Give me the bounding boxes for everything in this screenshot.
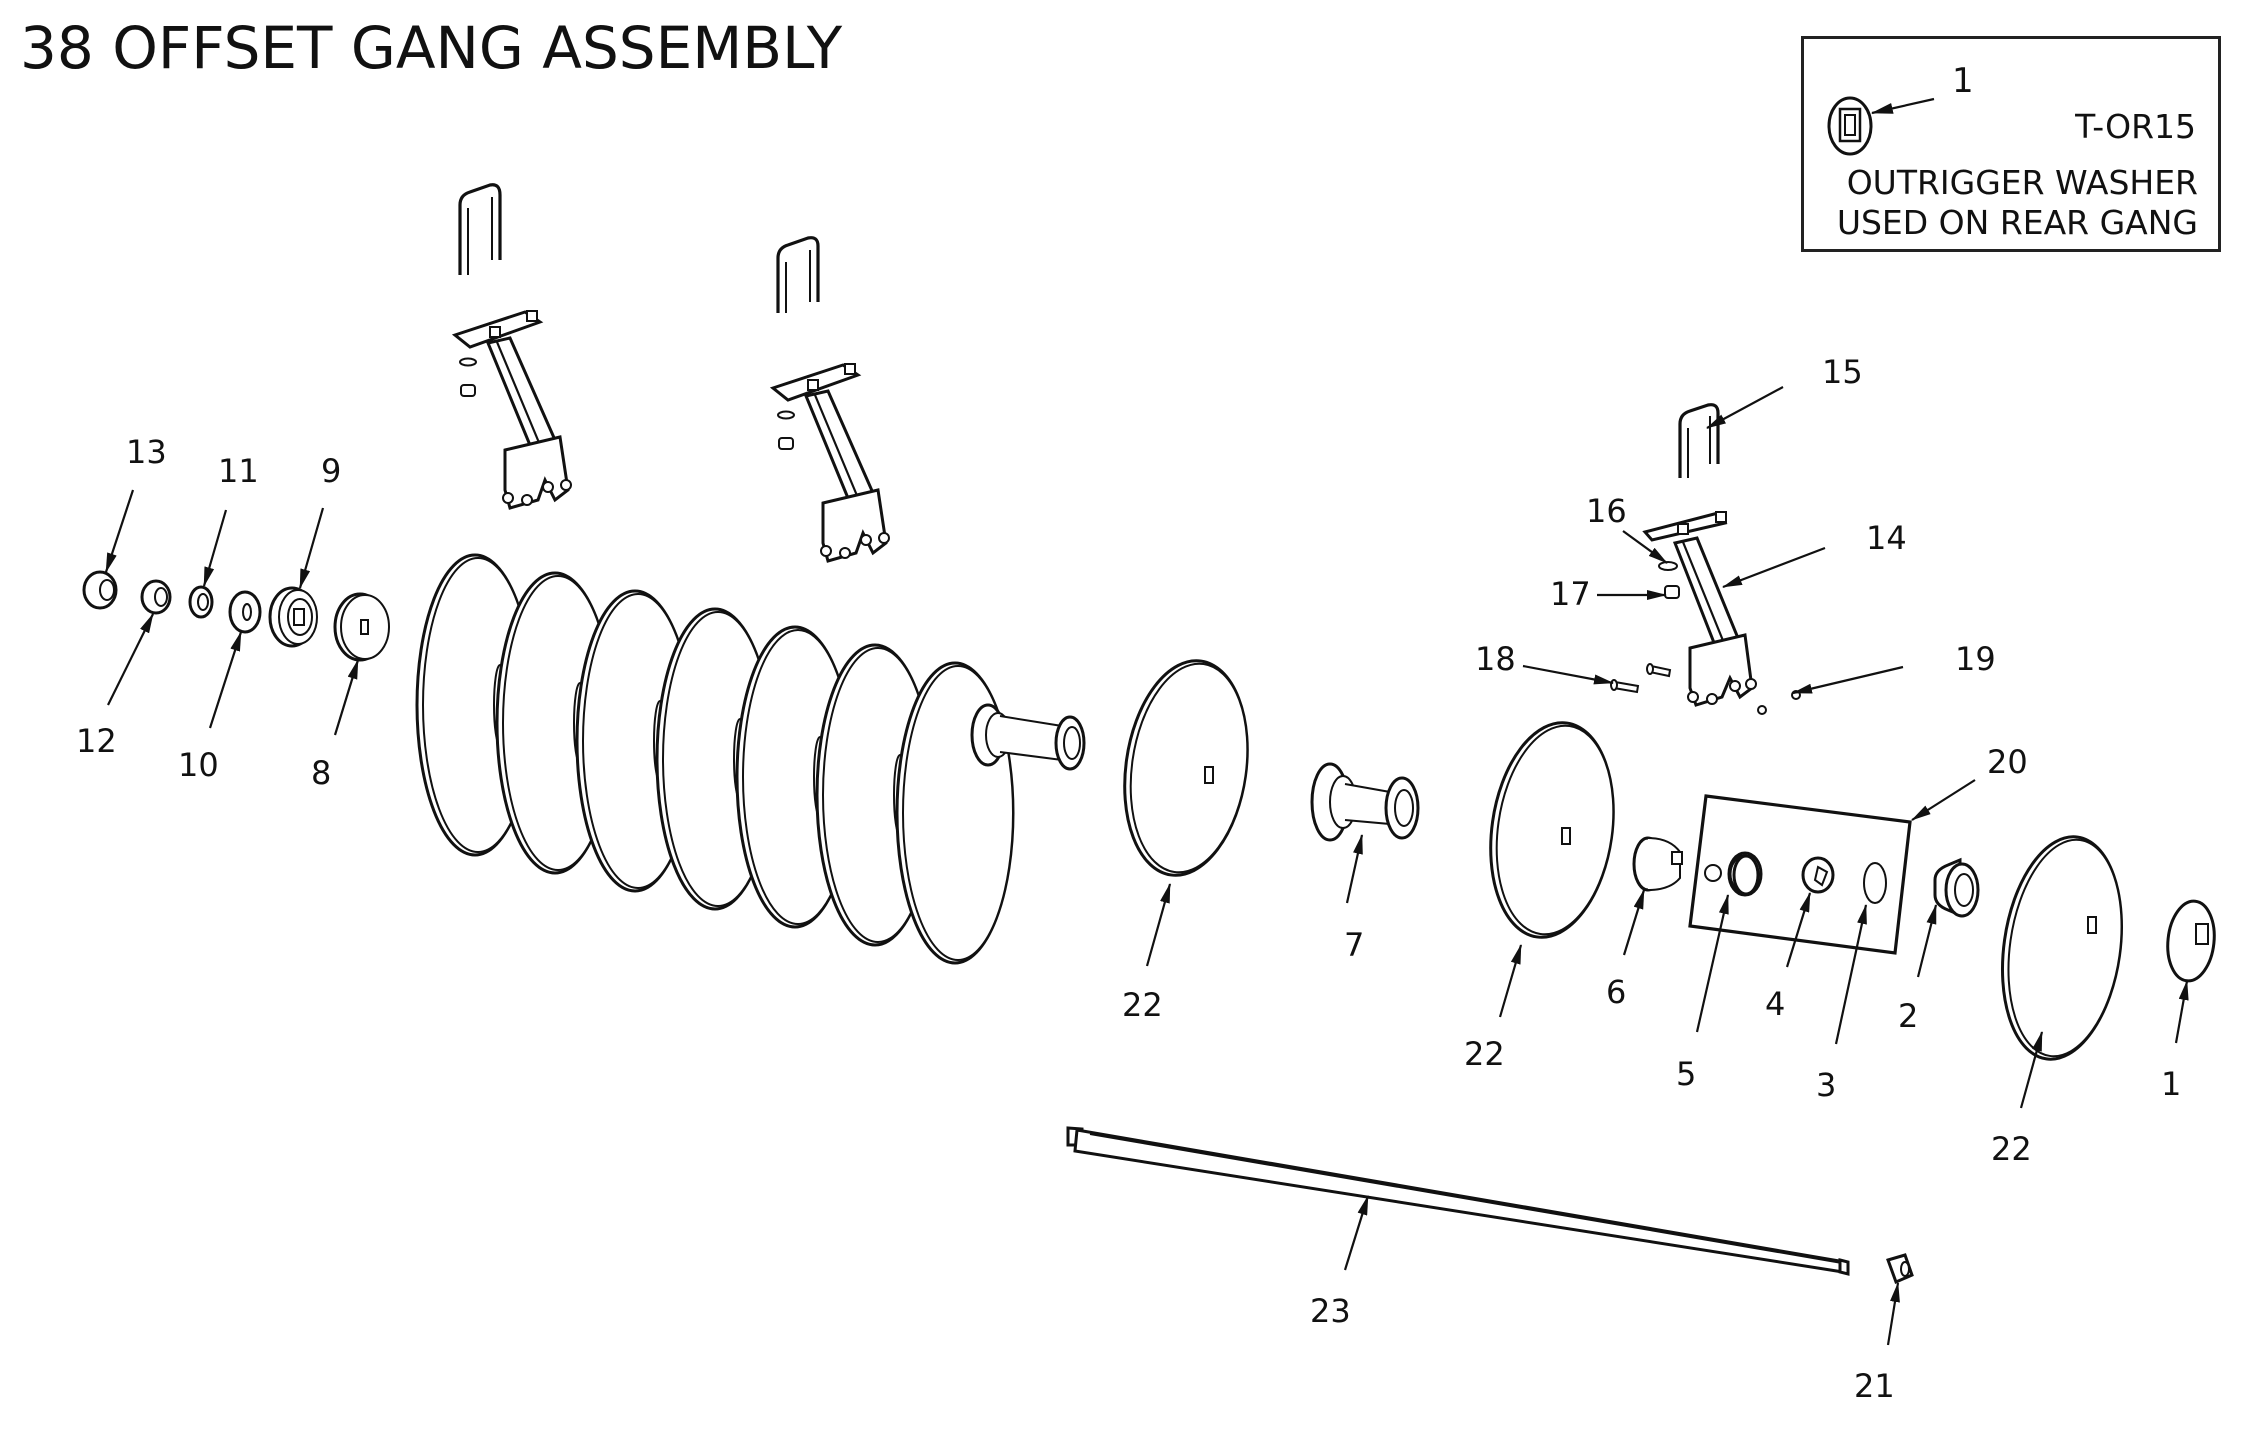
bearing-housing-5[interactable] (1704, 851, 1763, 897)
callout-19[interactable]: 19 (1955, 640, 1996, 678)
bearing-cone-2[interactable] (1933, 857, 1980, 918)
callout-12[interactable]: 12 (76, 722, 117, 760)
hex-nut-13[interactable] (82, 570, 118, 610)
bolt-18b[interactable] (1646, 663, 1672, 678)
flat-washer-10[interactable] (228, 590, 262, 634)
end-plate-8[interactable] (333, 592, 390, 662)
callout-7[interactable]: 7 (1344, 926, 1364, 964)
callout-18[interactable]: 18 (1475, 640, 1516, 678)
disc-gang (415, 553, 1086, 965)
lock-washer-16[interactable] (1658, 561, 1678, 571)
inset-note-box: 1 T-OR15 OUTRIGGER WASHER USED ON REAR G… (1801, 36, 2221, 252)
nut-17[interactable] (1664, 585, 1680, 599)
callout-13[interactable]: 13 (126, 433, 167, 471)
disc-blade-22b[interactable] (1478, 715, 1627, 946)
callout-10[interactable]: 10 (178, 746, 219, 784)
inset-washer-drawing (1827, 96, 1935, 156)
u-bolt-mid[interactable] (776, 236, 820, 313)
hanger-mid[interactable] (769, 363, 890, 563)
leader-lines (104, 386, 2189, 1346)
callout-14[interactable]: 14 (1866, 519, 1907, 557)
spool-7[interactable] (1310, 762, 1420, 842)
jam-nut-12[interactable] (140, 579, 172, 615)
u-bolt-15[interactable] (1678, 403, 1720, 478)
callout-6[interactable]: 6 (1606, 973, 1626, 1011)
callout-4[interactable]: 4 (1765, 985, 1785, 1023)
callout-11[interactable]: 11 (218, 452, 259, 490)
inset-note-line-1: OUTRIGGER WASHER (1846, 163, 2198, 202)
callout-5[interactable]: 5 (1676, 1055, 1696, 1093)
callout-22-first[interactable]: 22 (1122, 986, 1163, 1024)
inset-callout-1: 1 (1952, 61, 1974, 101)
outrigger-washer-1[interactable] (2164, 899, 2218, 983)
callout-2[interactable]: 2 (1898, 997, 1918, 1035)
lock-washer-11[interactable] (188, 585, 214, 619)
callout-22-third[interactable]: 22 (1991, 1130, 2032, 1168)
end-washer-9[interactable] (268, 586, 318, 648)
callout-3[interactable]: 3 (1816, 1066, 1836, 1104)
bearing-insert-4[interactable] (1801, 856, 1835, 894)
inset-part-number: T-OR15 (2075, 107, 2196, 146)
gang-spool[interactable] (970, 703, 1086, 771)
callout-15[interactable]: 15 (1822, 353, 1863, 391)
bearing-cone-6[interactable] (1632, 836, 1683, 892)
callout-8[interactable]: 8 (311, 754, 331, 792)
axle-nut-21[interactable] (1886, 1253, 1914, 1285)
snap-ring-3[interactable] (1863, 862, 1887, 904)
inset-leader-line (1870, 97, 1935, 115)
gang-axle-23[interactable] (1066, 1126, 1850, 1276)
bolt-18a[interactable] (1610, 679, 1640, 694)
callout-1[interactable]: 1 (2161, 1065, 2181, 1103)
callout-21[interactable]: 21 (1854, 1367, 1895, 1405)
hanger-14[interactable] (1642, 511, 1757, 707)
u-bolt-left[interactable] (458, 183, 502, 275)
lock-nut-19[interactable] (1757, 690, 1801, 715)
inset-note-line-2: USED ON REAR GANG (1836, 203, 2198, 242)
disc-blade-22c[interactable] (1989, 829, 2135, 1067)
callout-23[interactable]: 23 (1310, 1292, 1351, 1330)
callout-16[interactable]: 16 (1586, 492, 1627, 530)
hanger-left[interactable] (451, 310, 572, 510)
callout-22-second[interactable]: 22 (1464, 1035, 1505, 1073)
disc-blade-22a[interactable] (1112, 653, 1261, 884)
bearing-kit-20[interactable] (1688, 794, 1912, 955)
callout-20[interactable]: 20 (1987, 743, 2028, 781)
outrigger-washer-icon (1827, 96, 1873, 156)
page-title: 38 OFFSET GANG ASSEMBLY (20, 14, 843, 82)
callout-17[interactable]: 17 (1550, 575, 1591, 613)
callout-9[interactable]: 9 (321, 452, 341, 490)
